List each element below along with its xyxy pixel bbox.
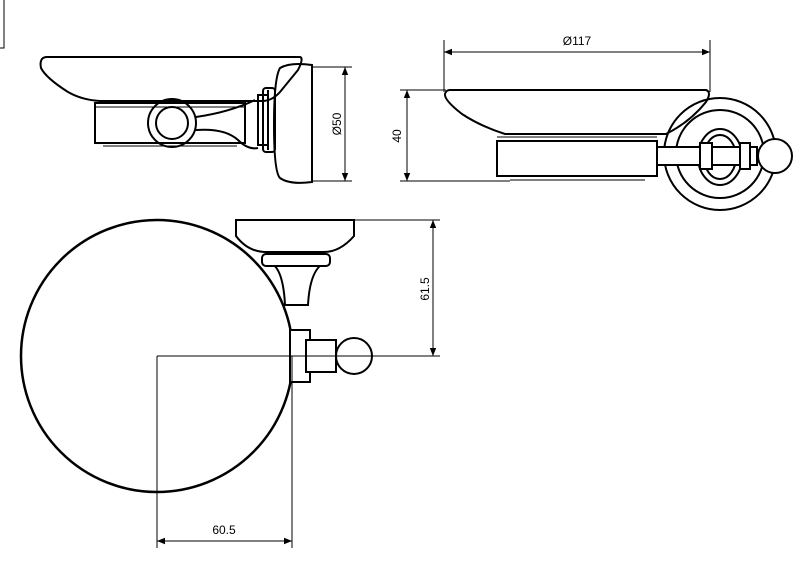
front-width-dimension: Ø117 (443, 34, 711, 92)
top-offset-label: 60.5 (212, 523, 236, 537)
side-view-holder-bar (94, 102, 246, 147)
front-view-knob (656, 138, 793, 174)
top-offset-dimension: 60.5 (157, 356, 293, 548)
side-height-dimension: Ø50 (312, 66, 352, 182)
front-height-label: 40 (390, 129, 404, 143)
top-view-cup (235, 219, 355, 253)
side-view-neck (257, 87, 276, 153)
frame-corner-mark (0, 0, 5, 49)
top-view-arm (261, 253, 373, 383)
front-view-holder-bar (496, 136, 658, 181)
side-view-ring (147, 98, 197, 148)
top-projection-dimension: 61.5 (354, 219, 440, 356)
side-height-label: Ø50 (330, 112, 344, 135)
front-width-label: Ø117 (563, 34, 592, 48)
side-view-wall-plate (272, 63, 313, 184)
top-projection-label: 61.5 (418, 277, 432, 301)
side-view-arm (195, 99, 259, 150)
side-view: Ø50 (39, 56, 352, 184)
top-view: 61.5 60.5 (19, 218, 440, 548)
front-view-dish (443, 89, 710, 135)
front-view: Ø117 40 (390, 34, 793, 211)
side-view-dish (39, 56, 303, 102)
front-height-dimension: 40 (390, 89, 510, 182)
